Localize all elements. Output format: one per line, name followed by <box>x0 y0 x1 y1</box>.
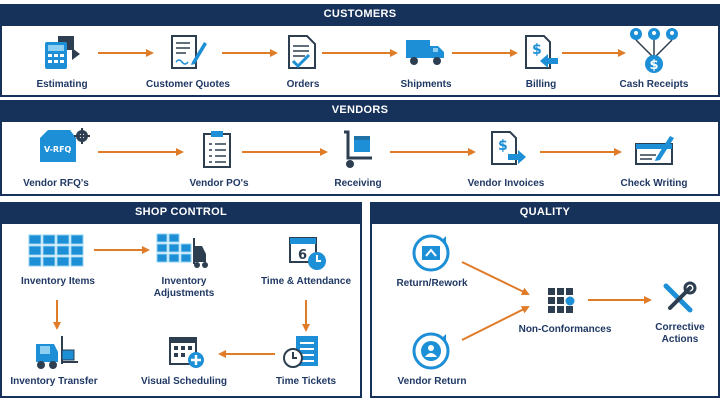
inventory-adjustments-label-2: Adjustments <box>153 288 215 299</box>
vendor-return-icon <box>412 332 450 370</box>
forklift-transfer-icon <box>36 336 78 369</box>
time-attendance-label: Time & Attendance <box>260 276 352 287</box>
cash-receipts-label: Cash Receipts <box>619 79 689 90</box>
non-conformances-grid-icon <box>548 288 575 313</box>
inventory-grid-icon <box>28 234 84 267</box>
time-tickets-icon <box>283 336 318 368</box>
return-rework-icon <box>412 234 450 272</box>
vendor-rfq-icon-text: V-RFQ <box>44 145 72 154</box>
vendor-pos-label: Vendor PO's <box>189 178 249 189</box>
customer-quotes-label: Customer Quotes <box>146 79 230 90</box>
arrow-vendor-return-to-nonconf <box>461 306 530 341</box>
billing-invoice-icon: $ <box>525 35 558 69</box>
customers-header: CUSTOMERS <box>0 4 720 24</box>
inventory-transfer-label: Inventory Transfer <box>10 376 98 387</box>
delivery-truck-icon <box>406 40 444 65</box>
quote-document-icon <box>171 35 207 69</box>
hand-truck-icon <box>344 130 372 168</box>
cash-receipts-icon: $ <box>630 28 678 73</box>
purchase-order-clipboard-icon <box>203 131 231 168</box>
calendar-clock-icon: 6 <box>289 237 326 270</box>
quality-header: QUALITY <box>370 202 720 222</box>
shop-control-header: SHOP CONTROL <box>0 202 362 222</box>
vendor-invoice-icon: $ <box>491 131 526 165</box>
corrective-actions-label-1: Corrective <box>655 322 705 333</box>
visual-scheduling-label: Visual Scheduling <box>141 376 227 387</box>
vendor-rfq-icon: V-RFQ <box>40 128 90 162</box>
order-checklist-icon <box>288 35 316 69</box>
vendor-invoices-label: Vendor Invoices <box>467 178 545 189</box>
wrench-screwdriver-icon <box>663 281 697 313</box>
check-writing-label: Check Writing <box>620 178 688 189</box>
svg-text:$: $ <box>650 58 659 73</box>
check-writing-icon <box>635 136 674 165</box>
vendors-header: VENDORS <box>0 100 720 120</box>
vendor-rfqs-label: Vendor RFQ's <box>23 178 89 189</box>
schedule-calendar-icon <box>169 337 204 368</box>
estimating-label: Estimating <box>36 79 88 90</box>
non-conformances-label: Non-Conformances <box>518 324 612 335</box>
svg-text:$: $ <box>498 138 508 154</box>
receiving-label: Receiving <box>334 178 382 189</box>
forklift-inventory-icon <box>156 233 208 268</box>
vendor-return-label: Vendor Return <box>397 376 467 387</box>
inventory-adjustments-label-1: Inventory <box>161 276 207 287</box>
calendar-icon-text: 6 <box>298 248 307 263</box>
shipments-label: Shipments <box>400 79 452 90</box>
orders-label: Orders <box>286 79 320 90</box>
return-rework-label: Return/Rework <box>396 278 468 289</box>
customers-panel <box>0 24 720 97</box>
inventory-items-label: Inventory Items <box>21 276 95 287</box>
corrective-actions-label-2: Actions <box>661 334 699 345</box>
time-tickets-label: Time Tickets <box>275 376 337 387</box>
billing-label: Billing <box>525 79 557 90</box>
calculator-icon <box>45 36 80 69</box>
svg-text:$: $ <box>532 42 542 58</box>
arrow-rework-to-nonconf <box>461 261 530 295</box>
